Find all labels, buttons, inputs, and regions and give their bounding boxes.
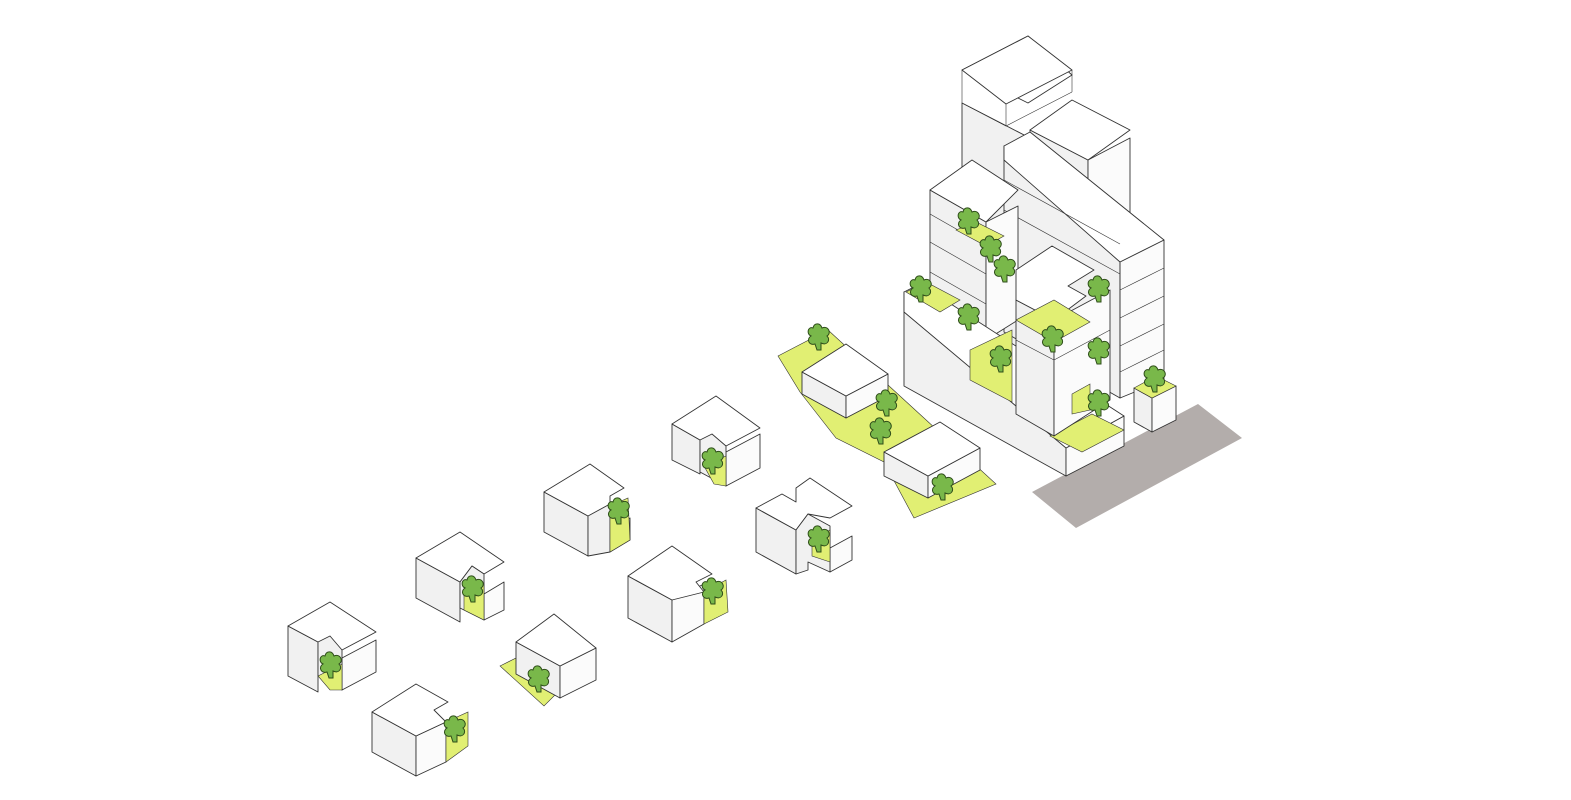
stacked-tower xyxy=(903,35,1177,477)
unit-3 xyxy=(415,531,505,623)
unit-1 xyxy=(287,601,377,693)
row-block xyxy=(777,323,997,519)
garden-patch xyxy=(1015,299,1091,343)
unit-6 xyxy=(627,545,729,643)
road-strip xyxy=(1032,404,1242,528)
garden-patch xyxy=(1049,413,1125,453)
unit-7 xyxy=(671,395,761,487)
unit-4 xyxy=(499,613,597,707)
unit-8 xyxy=(755,477,853,575)
unit-5 xyxy=(543,463,631,557)
unit-2 xyxy=(371,683,469,777)
